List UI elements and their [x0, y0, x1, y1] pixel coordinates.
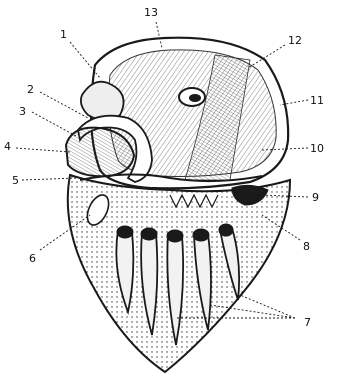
- callout-6: 6: [29, 252, 36, 265]
- callout-5: 5: [12, 174, 19, 187]
- callout-8: 8: [303, 240, 310, 253]
- callout-7: 7: [304, 316, 311, 329]
- leader-7a: [240, 295, 295, 318]
- auricle-pocket: [81, 82, 124, 120]
- leader-3: [32, 112, 76, 136]
- callout-1: 1: [60, 28, 67, 41]
- callout-4: 4: [4, 140, 11, 153]
- callout-9: 9: [312, 191, 319, 204]
- callout-11: 11: [310, 94, 324, 107]
- callout-2: 2: [27, 83, 34, 96]
- callout-10: 10: [310, 142, 324, 155]
- callout-3: 3: [19, 105, 26, 118]
- leader-4: [16, 148, 70, 152]
- callout-13: 13: [144, 6, 158, 19]
- callout-12: 12: [288, 34, 302, 47]
